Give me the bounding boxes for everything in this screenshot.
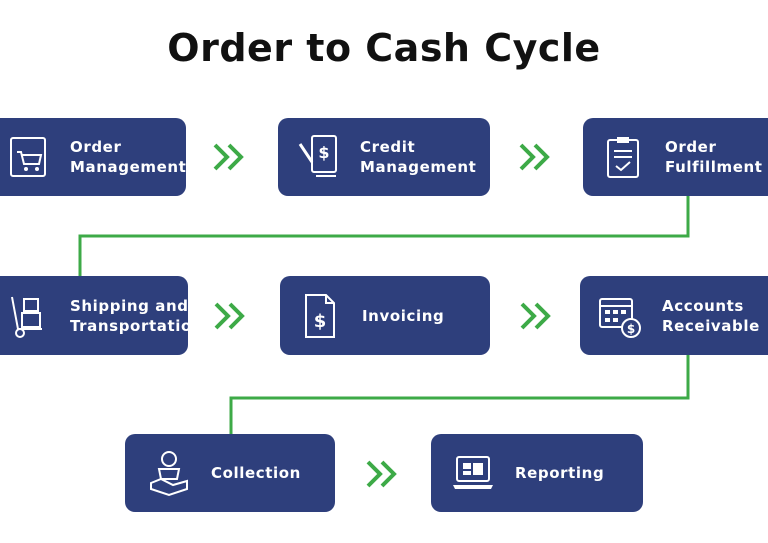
cart-icon <box>6 133 50 181</box>
step-label-line2: Management <box>70 158 187 176</box>
hand-truck-icon <box>6 292 50 340</box>
step-collection: Collection <box>125 434 335 512</box>
step-label-line1: Order <box>665 138 717 156</box>
step-label-line1: Accounts <box>662 296 744 315</box>
step-label-line1: Credit <box>360 138 416 156</box>
svg-text:$: $ <box>318 143 329 162</box>
check-document-icon: $ <box>296 133 340 181</box>
invoice-icon: $ <box>298 292 342 340</box>
double-chevron-right-icon <box>366 460 397 488</box>
step-invoicing: $ Invoicing <box>280 276 490 355</box>
step-label-line2: Fulfillment <box>665 158 763 176</box>
svg-text:$: $ <box>314 311 327 332</box>
step-label-line1: Order <box>70 138 122 156</box>
step-label-line1: Shipping and <box>70 296 189 315</box>
calendar-dollar-icon: $ <box>598 292 642 340</box>
double-chevron-right-icon <box>214 302 245 330</box>
diagram-title: Order to Cash Cycle <box>167 26 601 70</box>
step-label-line1: Invoicing <box>362 306 445 325</box>
step-label-line2: Receivable <box>662 316 760 335</box>
laptop-report-icon <box>451 449 495 497</box>
step-label-line1: Collection <box>211 464 301 482</box>
connector-row2-row3 <box>229 355 690 435</box>
double-chevron-right-icon <box>519 143 550 171</box>
step-label-line1: Reporting <box>515 464 605 482</box>
step-reporting: Reporting <box>431 434 643 512</box>
step-label-line2: Transportation <box>70 316 204 335</box>
svg-text:$: $ <box>627 322 635 336</box>
money-bag-icon <box>147 449 191 497</box>
connector-row1-row2 <box>78 196 690 276</box>
double-chevron-right-icon <box>520 302 551 330</box>
step-label-line2: Management <box>360 158 477 176</box>
clipboard-icon <box>601 133 645 181</box>
double-chevron-right-icon <box>213 143 244 171</box>
